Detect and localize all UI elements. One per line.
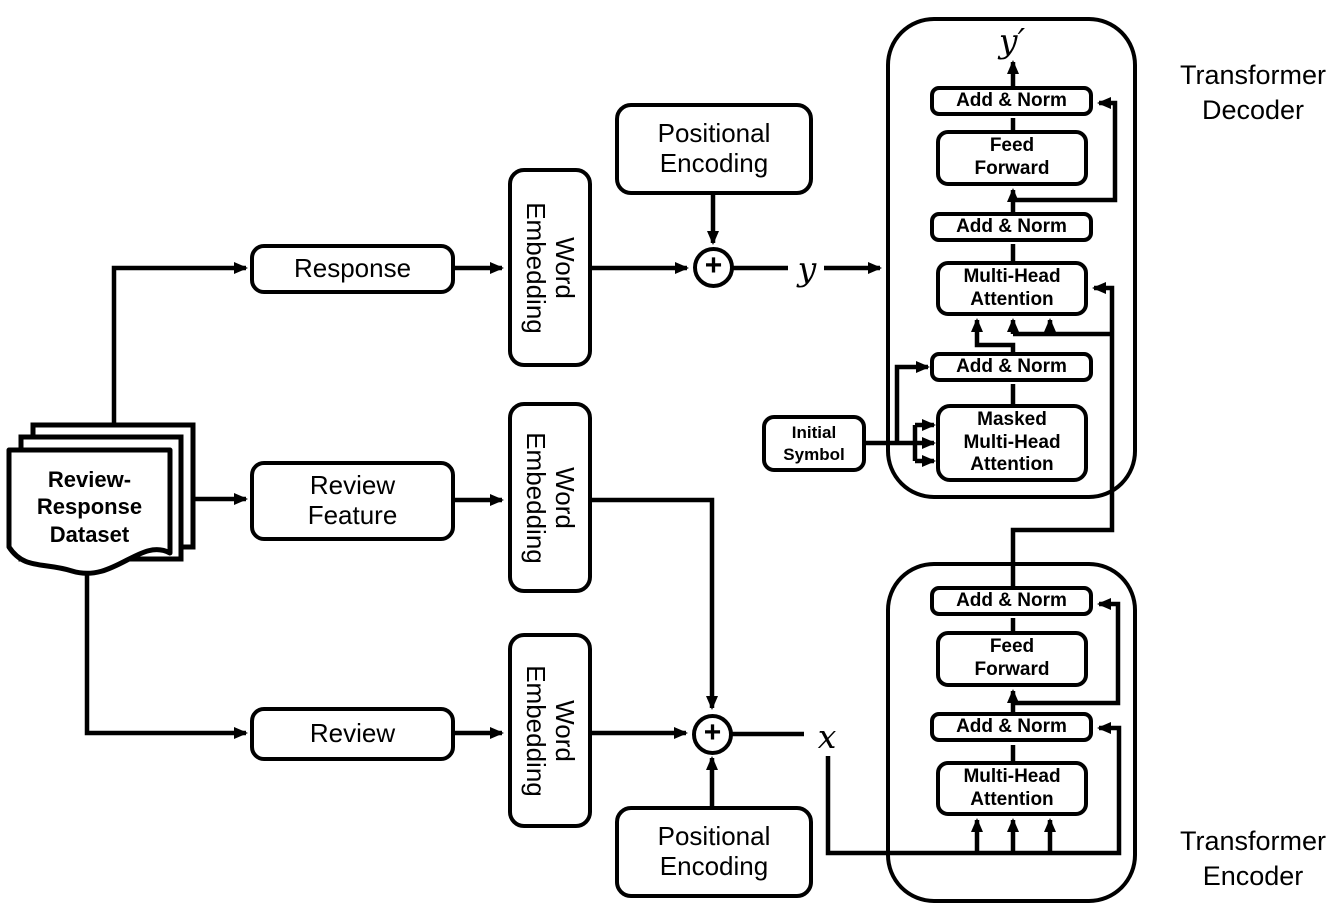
decoder-add-norm-3: Add & Norm bbox=[930, 352, 1093, 382]
wire-dataset-to-response bbox=[111, 262, 248, 425]
review-feature-box: Review Feature bbox=[250, 461, 455, 541]
positional-encoding-label: Positional Encoding bbox=[657, 821, 771, 881]
review-feature-label: Review Feature bbox=[307, 470, 398, 530]
wire-x-to-encoder bbox=[825, 722, 1122, 856]
encoder-feed-forward: Feed Forward bbox=[936, 631, 1088, 687]
plus-sign: + bbox=[704, 249, 723, 282]
feed-forward-label: Feed Forward bbox=[974, 135, 1050, 179]
decoder-masked-multi-head-attention: Masked Multi-Head Attention bbox=[936, 404, 1088, 482]
add-norm-label: Add & Norm bbox=[956, 715, 1067, 737]
decoder-multi-head-attention: Multi-Head Attention bbox=[936, 261, 1088, 316]
wire-masked-residual bbox=[894, 361, 930, 443]
wire-enc-ff-residual bbox=[1013, 598, 1121, 706]
transformer-encoder-label: Transformer Encoder bbox=[1179, 826, 1327, 892]
word-embedding-label: Word Embedding bbox=[521, 201, 581, 334]
word-embedding-box-review-feature: Word Embedding bbox=[508, 402, 592, 593]
initial-symbol-box: Initial Symbol bbox=[762, 415, 866, 472]
plus-sign: + bbox=[703, 716, 722, 749]
add-norm-label: Add & Norm bbox=[956, 89, 1067, 111]
decoder-feed-forward: Feed Forward bbox=[936, 130, 1088, 186]
add-norm-label: Add & Norm bbox=[956, 355, 1067, 377]
encoder-add-norm-2: Add & Norm bbox=[930, 712, 1093, 742]
add-norm-label: Add & Norm bbox=[956, 215, 1067, 237]
transformer-decoder-label: Transformer Decoder bbox=[1179, 60, 1327, 126]
review-label: Review bbox=[309, 718, 396, 749]
dataset-stack-icon bbox=[6, 422, 196, 576]
wire-dataset-to-review bbox=[84, 552, 248, 739]
add-norm-label: Add & Norm bbox=[956, 589, 1067, 611]
word-embedding-box-review: Word Embedding bbox=[508, 633, 592, 828]
multi-head-attention-label: Multi-Head Attention bbox=[963, 765, 1061, 810]
encoder-add-norm-1: Add & Norm bbox=[930, 586, 1093, 616]
transformer-decoder-container bbox=[886, 17, 1137, 499]
positional-encoding-label: Positional Encoding bbox=[657, 118, 771, 178]
feed-forward-label: Feed Forward bbox=[974, 636, 1050, 680]
plus-icon-top: + bbox=[693, 247, 734, 288]
wire-embedding2-to-plus2 bbox=[592, 497, 718, 710]
initial-symbol-label: Initial Symbol bbox=[783, 423, 845, 464]
plus-icon-bottom: + bbox=[692, 714, 733, 755]
multi-head-attention-label: Multi-Head Attention bbox=[963, 265, 1061, 310]
decoder-add-norm-1: Add & Norm bbox=[930, 86, 1093, 116]
positional-encoding-box-bottom: Positional Encoding bbox=[615, 806, 813, 898]
word-embedding-label: Word Embedding bbox=[521, 431, 581, 564]
wire-encoder-output-to-decoder bbox=[1010, 282, 1115, 586]
encoder-multi-head-attention: Multi-Head Attention bbox=[936, 761, 1088, 816]
word-embedding-box-response: Word Embedding bbox=[508, 168, 592, 367]
review-box: Review bbox=[250, 707, 455, 761]
response-label: Response bbox=[293, 253, 412, 284]
y-input-label: y bbox=[797, 249, 817, 288]
response-box: Response bbox=[250, 244, 455, 294]
x-input-label: x bbox=[817, 717, 837, 756]
decoder-add-norm-2: Add & Norm bbox=[930, 212, 1093, 242]
masked-multi-head-attention-label: Masked Multi-Head Attention bbox=[963, 408, 1061, 476]
wire-dec-addnorm3-to-mha-q bbox=[971, 318, 1016, 352]
y-prime-output-label: y′ bbox=[998, 21, 1026, 60]
dataset-label: Review- Response Dataset bbox=[36, 467, 143, 547]
wire-dec-ff-residual bbox=[1013, 97, 1118, 203]
word-embedding-label: Word Embedding bbox=[521, 664, 581, 797]
positional-encoding-box-top: Positional Encoding bbox=[615, 103, 813, 195]
